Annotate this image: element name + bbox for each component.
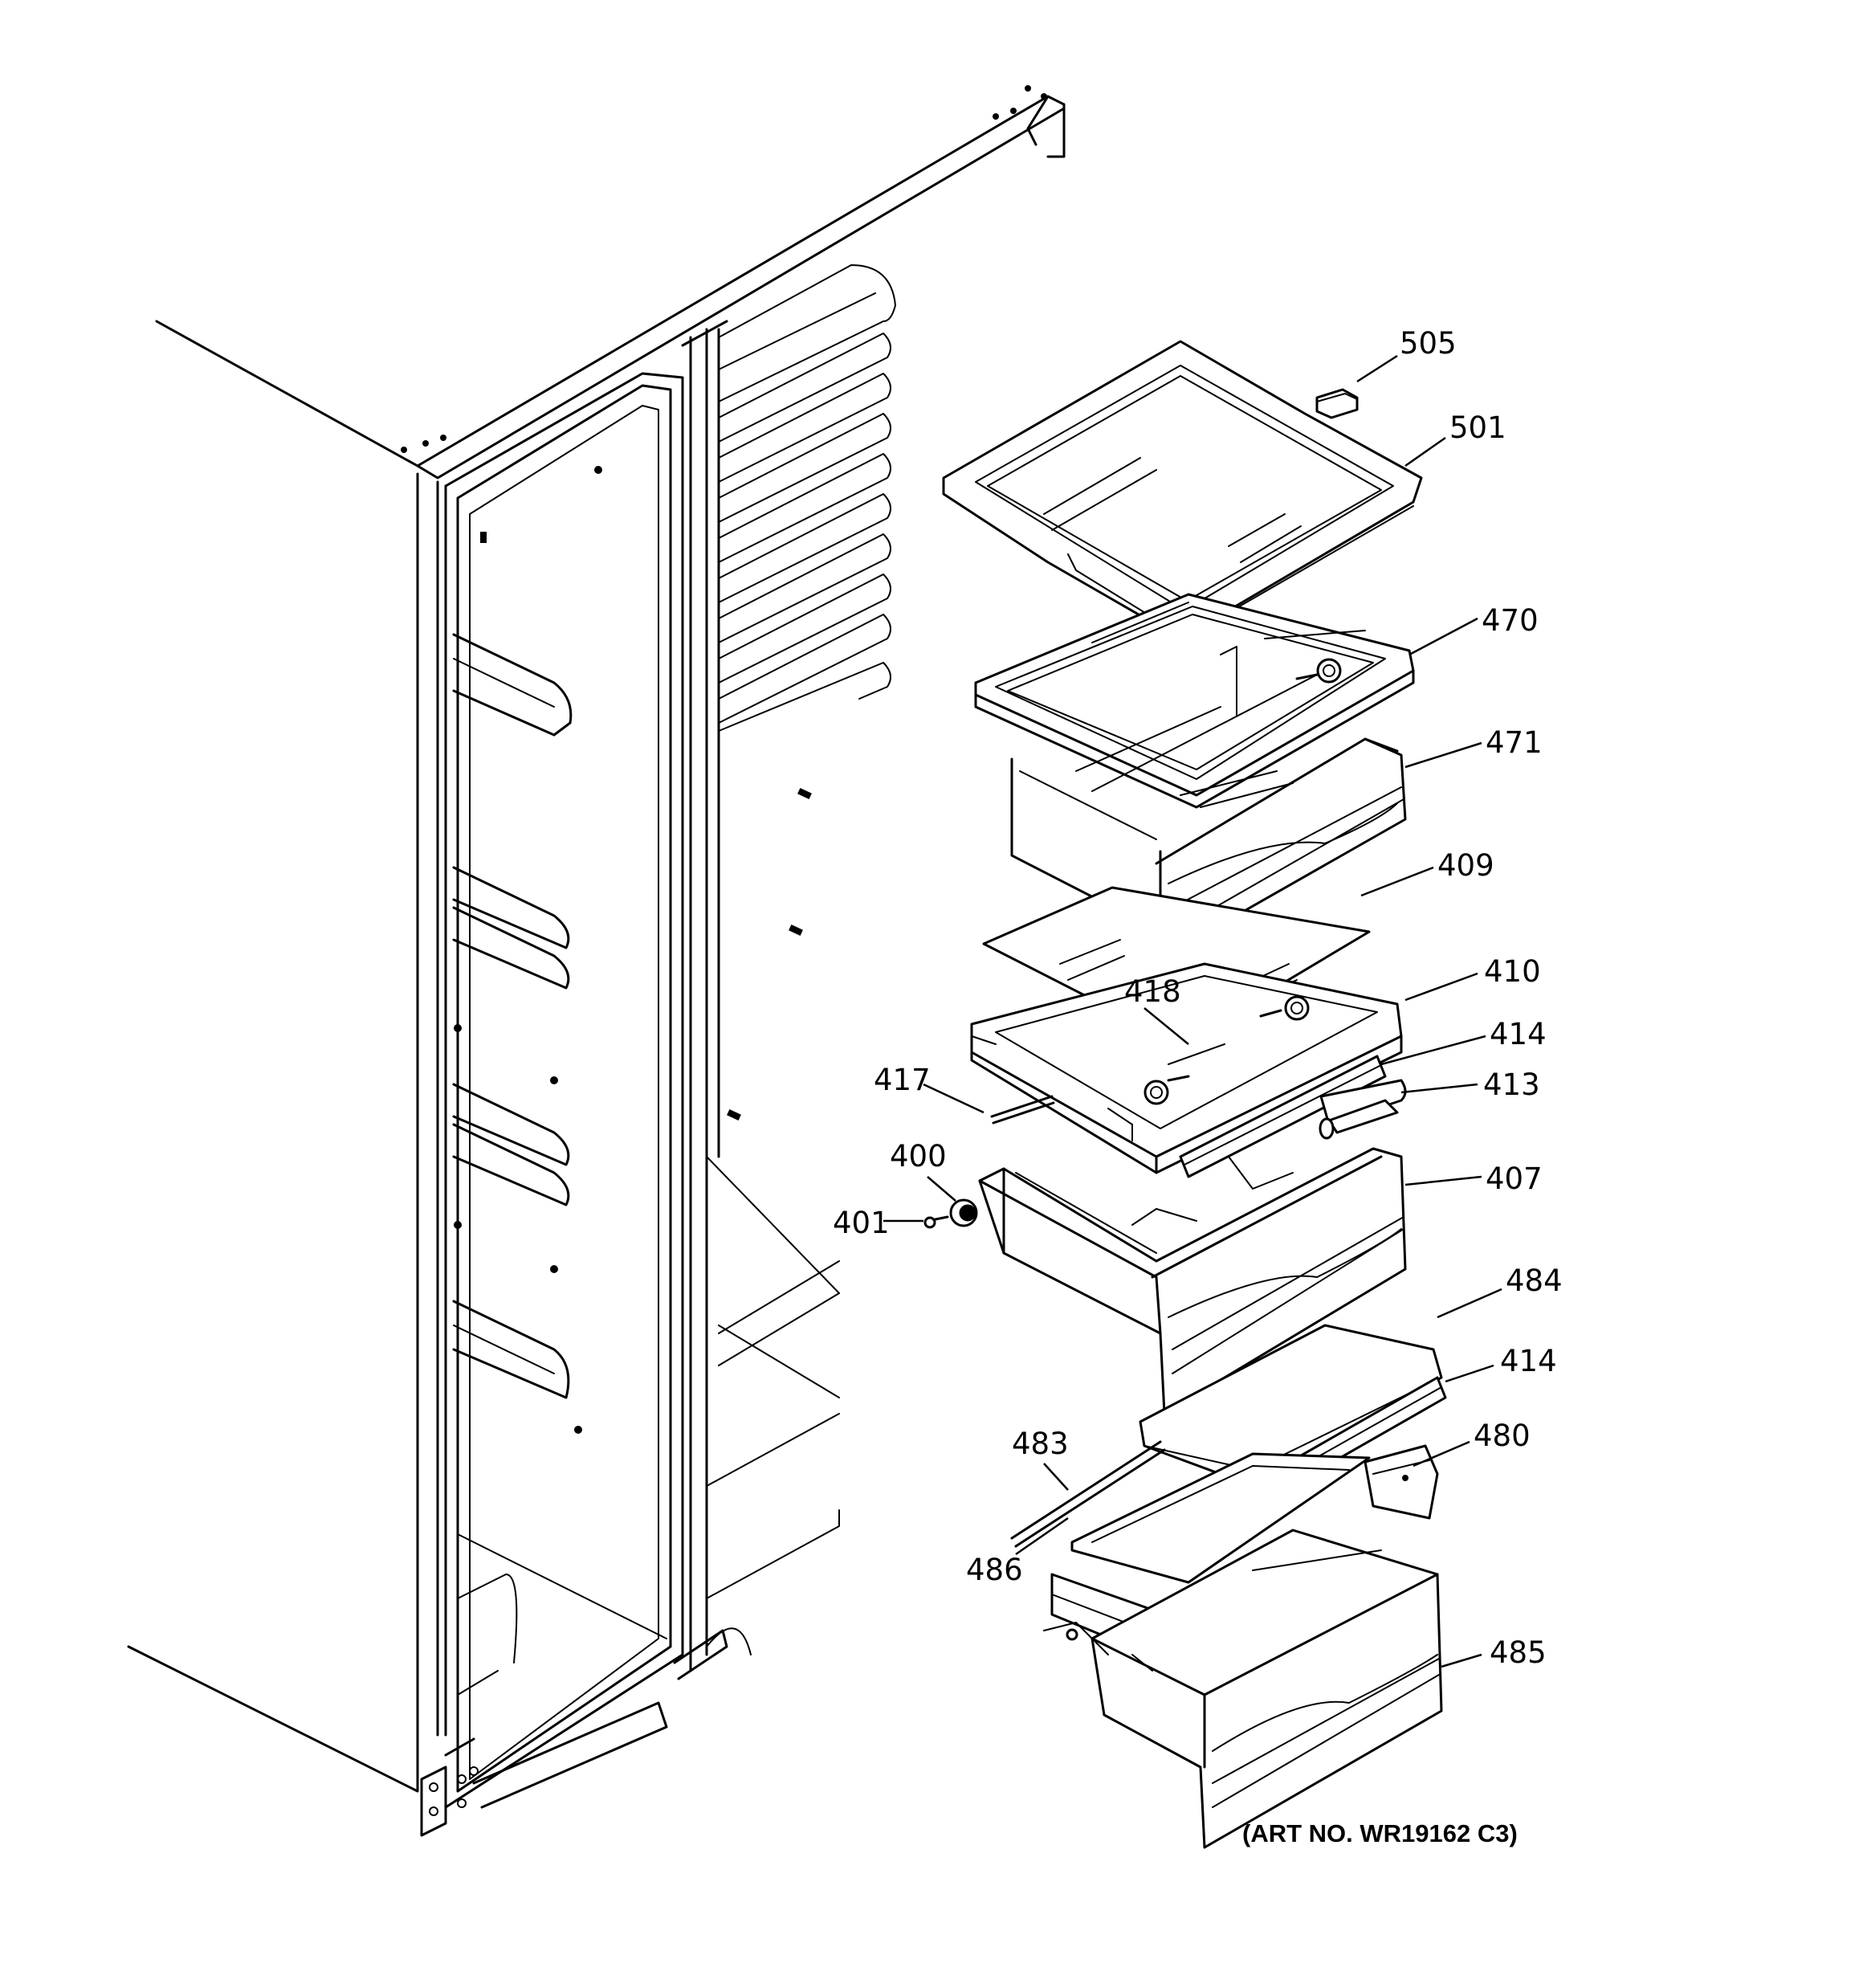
part-471-crisper-drawer bbox=[1010, 646, 1407, 953]
callout-418: 418 bbox=[1124, 974, 1181, 1009]
callout-484: 484 bbox=[1506, 1263, 1563, 1298]
callout-407: 407 bbox=[1486, 1161, 1543, 1196]
callout-470: 470 bbox=[1482, 603, 1539, 638]
callout-471: 471 bbox=[1486, 725, 1543, 760]
part-417-rod bbox=[990, 1095, 1055, 1125]
art-number: (ART NO. WR19162 C3) bbox=[1242, 1819, 1518, 1847]
door-bins bbox=[452, 633, 573, 1399]
part-485-bottom-drawer bbox=[1043, 1529, 1443, 1849]
callout-485: 485 bbox=[1490, 1635, 1547, 1670]
part-410-crisper-frame bbox=[970, 962, 1403, 1174]
part-413-rods bbox=[1319, 1079, 1407, 1140]
callout-414-upper: 414 bbox=[1490, 1017, 1547, 1051]
callout-483: 483 bbox=[1012, 1427, 1069, 1461]
part-401-screw bbox=[923, 1215, 949, 1229]
callout-417: 417 bbox=[874, 1063, 931, 1097]
callout-505: 505 bbox=[1400, 326, 1457, 361]
callout-413: 413 bbox=[1483, 1067, 1540, 1102]
callout-400: 400 bbox=[890, 1139, 947, 1174]
part-501-glass-shelf bbox=[942, 340, 1423, 640]
part-480-slide-rail bbox=[1364, 1444, 1439, 1520]
callout-480: 480 bbox=[1474, 1419, 1531, 1453]
callout-409: 409 bbox=[1437, 848, 1494, 883]
part-407-drawer bbox=[978, 1147, 1407, 1415]
callout-401: 401 bbox=[833, 1206, 890, 1240]
leader-lines bbox=[883, 354, 1502, 1668]
callout-labels: 505 501 470 471 409 410 418 414 417 413 … bbox=[833, 326, 1563, 1670]
part-400-knob bbox=[949, 1198, 978, 1227]
part-505-clip bbox=[1315, 388, 1359, 419]
callout-501: 501 bbox=[1449, 410, 1506, 445]
part-414-handle-upper bbox=[1179, 1055, 1387, 1178]
part-483-rail bbox=[1010, 1440, 1166, 1548]
part-470-cover-frame bbox=[974, 593, 1415, 809]
callout-486: 486 bbox=[966, 1553, 1023, 1587]
callout-414-lower: 414 bbox=[1500, 1344, 1557, 1378]
callout-410: 410 bbox=[1484, 954, 1541, 989]
shelf-rails bbox=[718, 264, 896, 732]
refrigerator-cabinet bbox=[127, 85, 1066, 1837]
